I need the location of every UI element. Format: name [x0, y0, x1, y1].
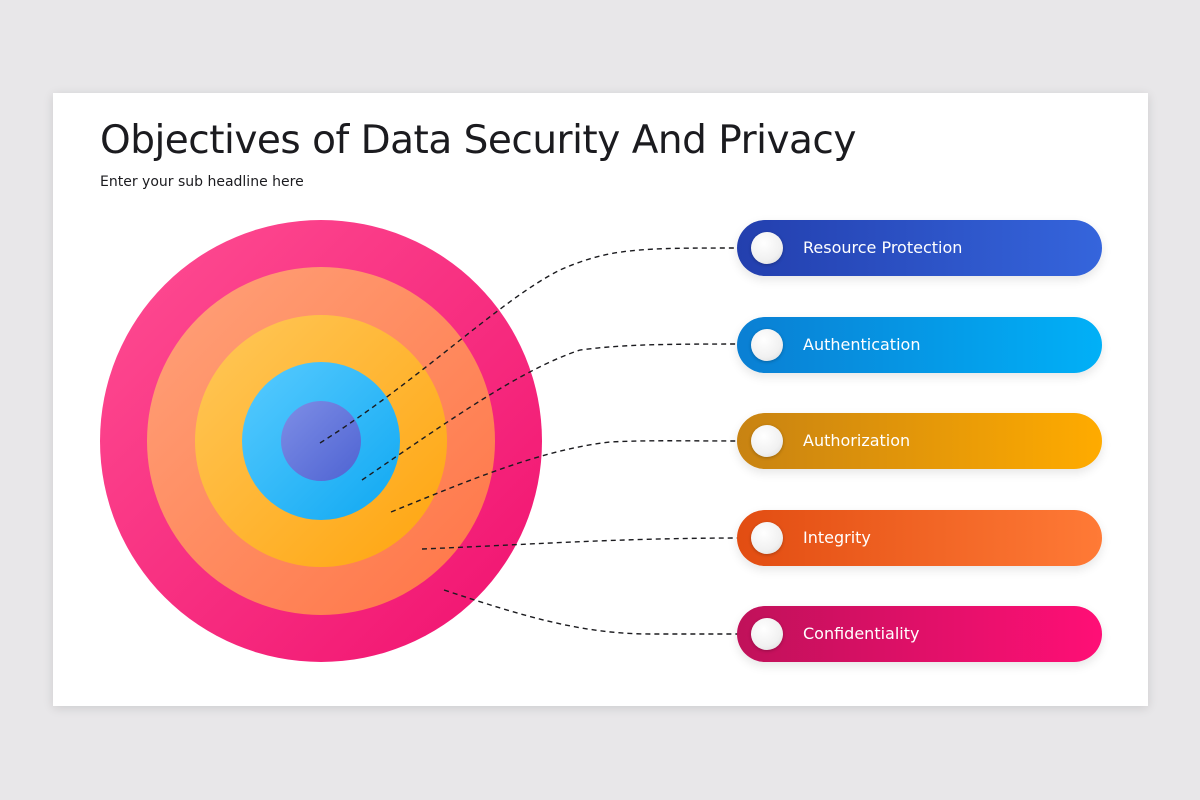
objective-integrity[interactable]: Integrity [737, 510, 1102, 566]
objective-label: Integrity [803, 528, 871, 547]
objective-resource-protection[interactable]: Resource Protection [737, 220, 1102, 276]
toggle-knob-icon [751, 232, 783, 264]
objective-label: Confidentiality [803, 624, 920, 643]
slide-subtitle: Enter your sub headline here [100, 174, 304, 190]
toggle-knob-icon [751, 522, 783, 554]
objective-authentication[interactable]: Authentication [737, 317, 1102, 373]
objective-authorization[interactable]: Authorization [737, 413, 1102, 469]
toggle-knob-icon [751, 329, 783, 361]
objective-confidentiality[interactable]: Confidentiality [737, 606, 1102, 662]
objective-label: Authentication [803, 335, 921, 354]
objective-label: Resource Protection [803, 238, 963, 257]
toggle-knob-icon [751, 425, 783, 457]
toggle-knob-icon [751, 618, 783, 650]
slide-title: Objectives of Data Security And Privacy [100, 118, 856, 163]
objective-label: Authorization [803, 431, 911, 450]
